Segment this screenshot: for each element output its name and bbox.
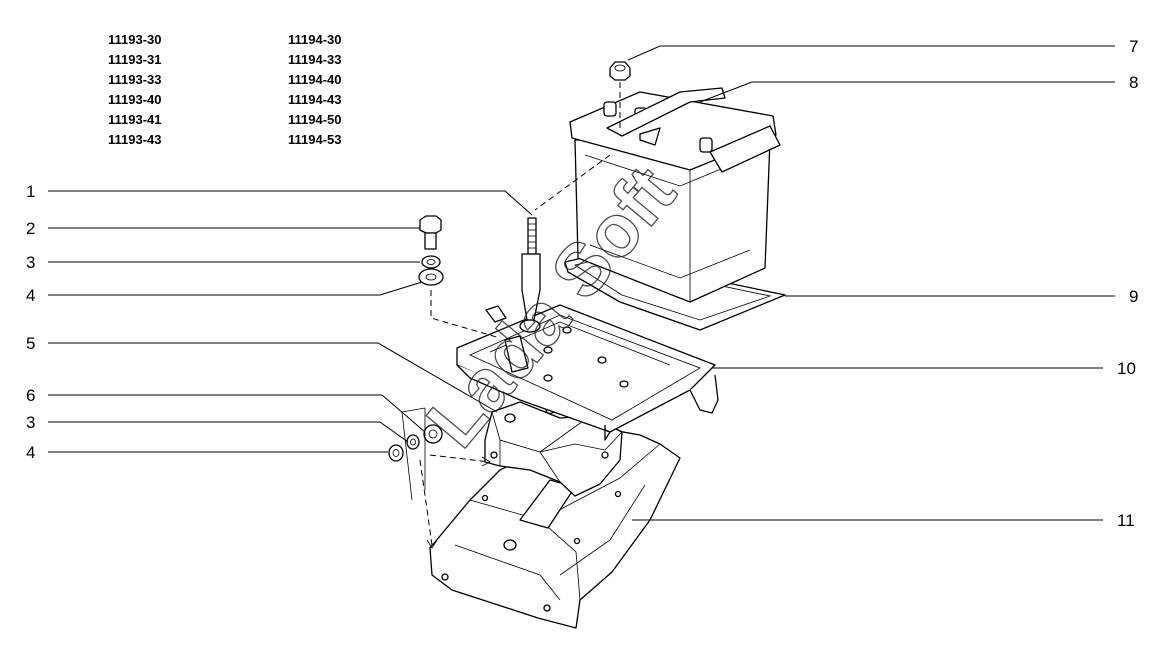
callout-number: 9	[1129, 287, 1138, 306]
callout-number: 4	[26, 443, 35, 462]
callout-number: 8	[1129, 73, 1138, 92]
model-code: 11194-43	[288, 92, 342, 107]
callouts-right: 7 8 9 10 11	[1117, 37, 1138, 530]
part-3-spring-washer-lower	[406, 434, 420, 450]
callout-number: 5	[26, 334, 35, 353]
callout-number: 10	[1117, 359, 1136, 378]
model-code: 11193-31	[108, 52, 162, 67]
callout-number: 7	[1129, 37, 1138, 56]
assembly-guide-lines	[401, 82, 621, 549]
model-code: 11193-33	[108, 72, 162, 87]
model-code: 11193-30	[108, 32, 162, 47]
callout-number: 3	[26, 253, 35, 272]
model-code: 11194-30	[288, 32, 342, 47]
part-6-nut	[423, 424, 443, 444]
leader-lines	[48, 45, 1115, 521]
model-code: 11194-50	[288, 112, 342, 127]
model-code: 11193-40	[108, 92, 162, 107]
callout-number: 1	[26, 182, 35, 201]
model-code: 11194-40	[288, 72, 342, 87]
part-8-hold-down-clamp	[606, 87, 726, 146]
callout-number: 3	[26, 413, 35, 432]
part-7-nut	[609, 61, 631, 81]
part-4-flat-washer	[418, 268, 444, 286]
part-3-spring-washer	[421, 255, 441, 269]
battery	[569, 91, 781, 303]
part-4-flat-washer-lower	[388, 444, 404, 462]
part-2-bolt	[419, 215, 442, 250]
model-code: 11194-33	[288, 52, 342, 67]
callout-number: 2	[26, 219, 35, 238]
model-code: 11193-43	[108, 132, 162, 147]
callout-number: 4	[26, 286, 35, 305]
model-codes-table: 11193-30 11193-31 11193-33 11193-40 1119…	[108, 32, 342, 147]
model-code: 11193-41	[108, 112, 162, 127]
callouts-left: 1 2 3 4 5 6 3 4	[26, 182, 35, 462]
part-1-j-bolt	[519, 217, 541, 333]
callout-number: 11	[1117, 511, 1135, 530]
part-10-battery-tray	[456, 304, 719, 441]
model-code: 11194-53	[288, 132, 342, 147]
callout-number: 6	[26, 386, 35, 405]
